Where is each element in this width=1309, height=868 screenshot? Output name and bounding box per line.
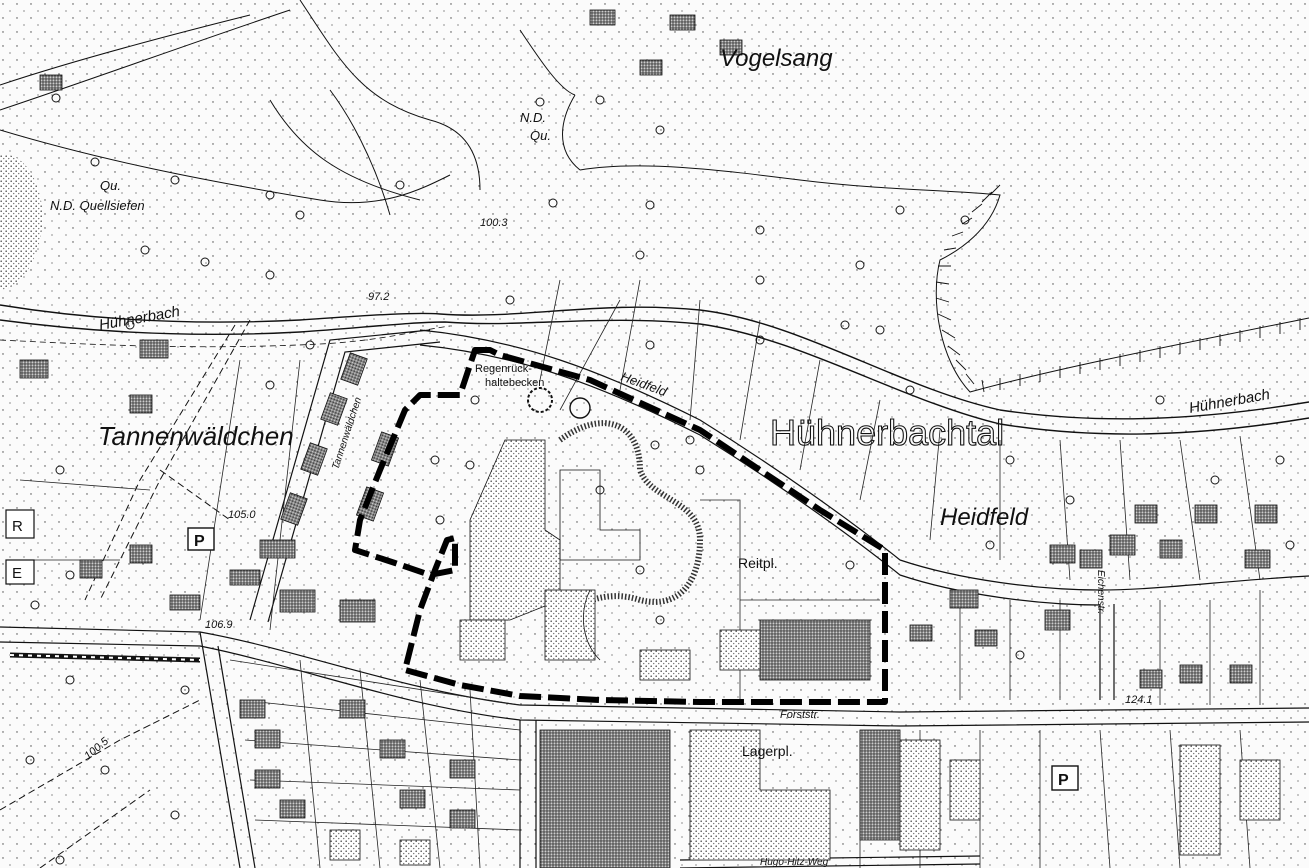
label-building-r: R (12, 518, 23, 535)
inner-structures (559, 469, 641, 661)
label-elev-4: 106.9 (205, 619, 233, 631)
label-forststr: Forststr. (780, 709, 820, 721)
label-regenrueckhaltebecken-1: Regenrück- (475, 363, 532, 375)
label-heidfeld-large: Heidfeld (940, 504, 1029, 531)
plan-boundary (352, 347, 888, 705)
parking-symbols (187, 527, 1079, 791)
label-elev-5: 124.1 (1125, 694, 1153, 706)
label-reitpl: Reitpl. (738, 555, 778, 571)
tree-symbols (25, 93, 1295, 865)
park-paths (557, 420, 704, 623)
embankment-hachures (935, 184, 1301, 393)
label-elev-1: 100.3 (480, 217, 508, 229)
label-qu-upper: Qu. (530, 128, 551, 143)
label-eichenstr: Eichenstr. (1095, 570, 1106, 614)
label-huehnerbachtal: Hühnerbachtal (770, 412, 1004, 453)
label-parking-1: P (194, 533, 205, 550)
label-nd-upper: N.D. (520, 110, 546, 125)
building-letter-boxes (5, 509, 35, 585)
wooded-area-left (0, 154, 43, 290)
label-elev-3: 105.0 (228, 509, 256, 521)
label-vogelsang: Vogelsang (720, 45, 833, 72)
label-qu-left: Qu. (100, 178, 121, 193)
stream-huehnerbach (0, 304, 1309, 435)
label-hugo-weg: Hugo-Hitz-Weg (760, 857, 829, 868)
label-lagerpl: Lagerpl. (742, 743, 793, 759)
label-elev-2: 97.2 (368, 291, 389, 303)
label-regenrueckhaltebecken-2: haltebecken (485, 377, 544, 389)
label-tannenwaeldchen: Tannenwäldchen (98, 421, 294, 451)
label-nd-quellsiefen: N.D. Quellsiefen (50, 198, 145, 213)
label-building-e: E (12, 565, 22, 582)
label-parking-2: P (1058, 772, 1069, 789)
contour-lines (0, 0, 1309, 393)
railway-line (9, 652, 201, 663)
